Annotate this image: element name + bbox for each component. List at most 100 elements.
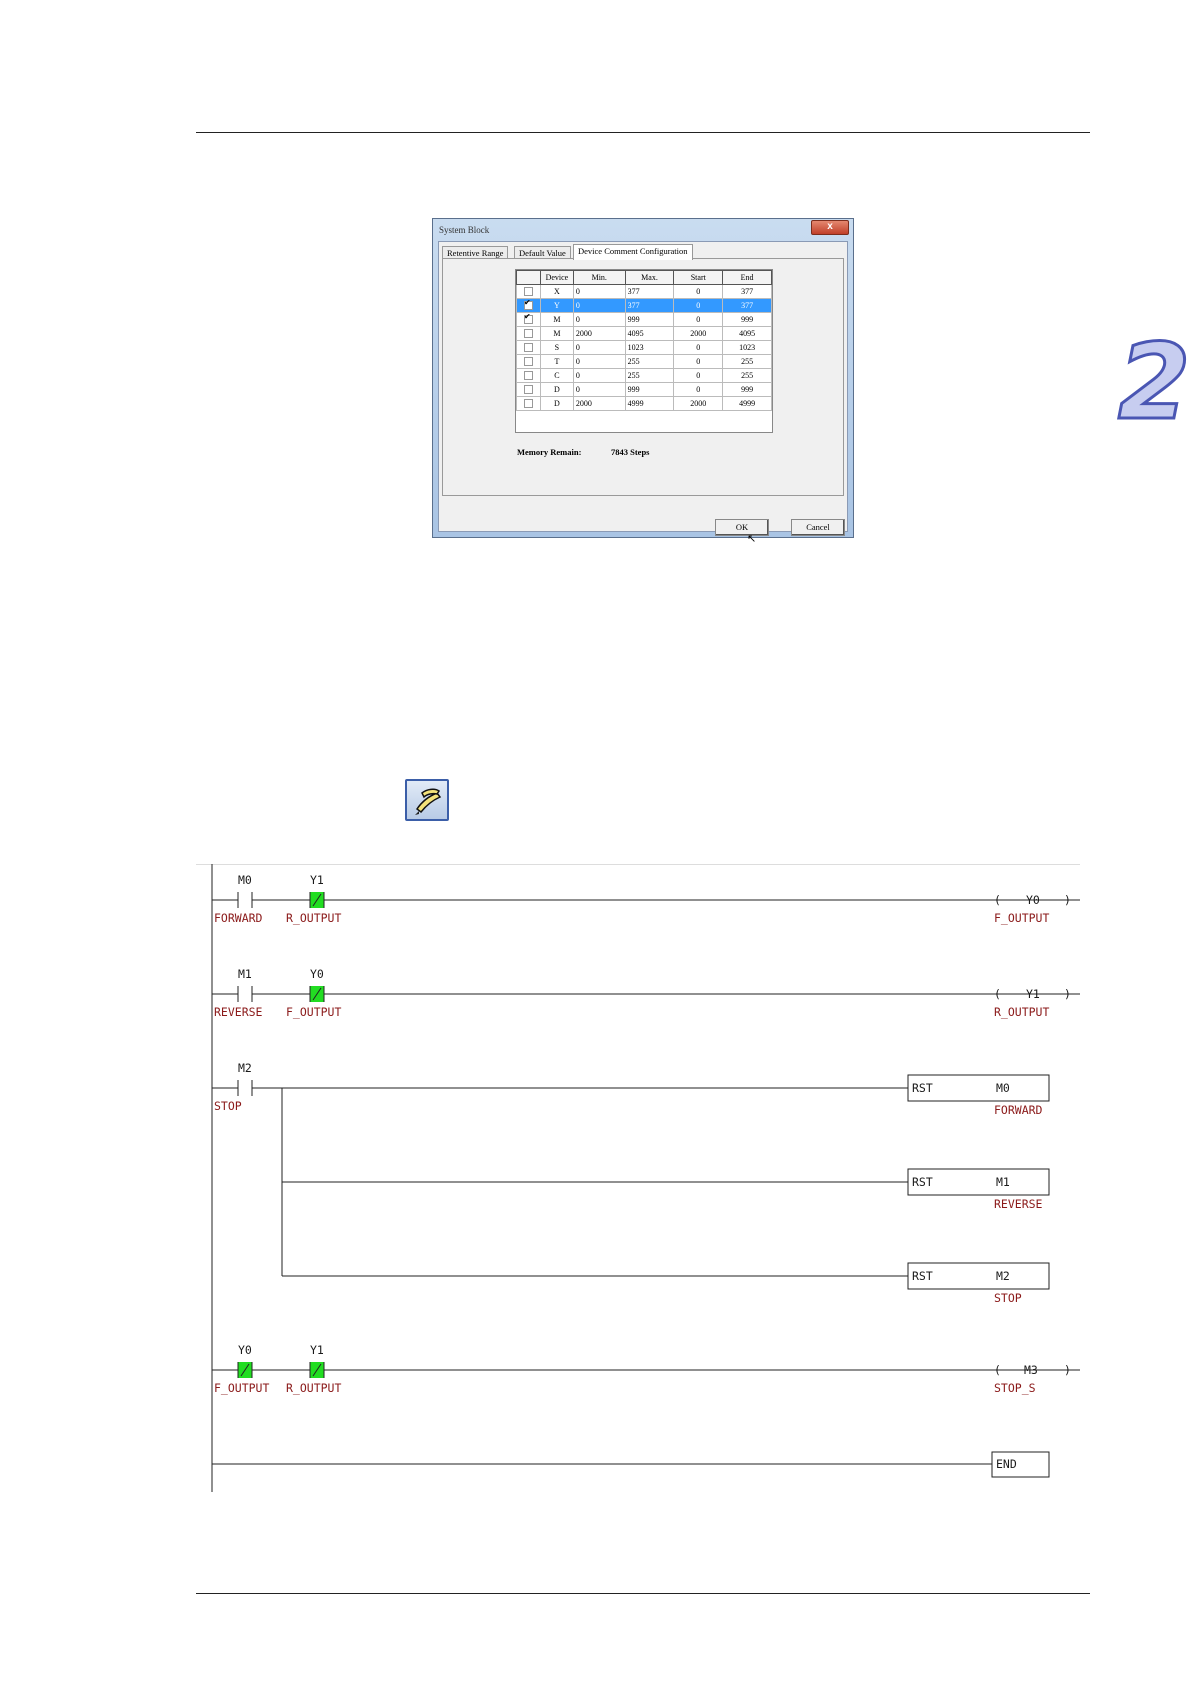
cell-min: 0 [572,382,626,397]
r1-contact1-device: M0 [238,873,252,887]
tab-device-comment-configuration[interactable]: Device Comment Configuration [573,244,693,260]
row-checkbox-cell [516,326,541,341]
r1-coil-comment: F_OUTPUT [994,911,1049,925]
row-checkbox[interactable] [523,298,533,311]
cell-start: 2000 [673,396,724,411]
row-checkbox[interactable] [523,343,533,353]
r4-coil-open: ( [994,1363,1001,1377]
cell-end: 377 [722,298,772,313]
ladder-diagram: M0 FORWARD Y1 R_OUTPUT ( Y0 ) F_OUTPUT M… [196,863,1106,1492]
r2-coil-close: ) [1064,987,1071,1001]
row-checkbox[interactable] [523,287,533,297]
col-header-check [516,270,541,285]
r2-contact1-comment: REVERSE [214,1005,263,1019]
row-checkbox[interactable] [523,329,533,339]
cell-start: 0 [673,368,724,383]
r4-coil-close: ) [1064,1363,1071,1377]
row-checkbox[interactable] [523,385,533,395]
rst1-device: M0 [996,1081,1010,1095]
row-checkbox-cell [516,354,541,369]
cell-device: Y [539,298,574,313]
cell-min: 0 [572,284,626,299]
cell-min: 0 [572,340,626,355]
cell-min: 0 [572,354,626,369]
cancel-button[interactable]: Cancel [791,519,845,536]
cell-end: 255 [722,354,772,369]
cell-device: X [539,284,574,299]
row-checkbox[interactable] [523,371,533,381]
cell-max: 377 [624,298,675,313]
cell-device: D [539,396,574,411]
cell-min: 2000 [572,326,626,341]
cell-end: 377 [722,284,772,299]
cell-max: 4999 [624,396,675,411]
cell-max: 255 [624,354,675,369]
r2-coil-device: Y1 [1026,987,1040,1001]
row-checkbox[interactable] [523,399,533,409]
cell-end: 255 [722,368,772,383]
table-body: X03770377Y03770377M09990999M200040952000… [516,284,772,411]
r4-contact2-device: Y1 [310,1343,324,1357]
r4-coil-device: M3 [1024,1363,1038,1377]
dialog-body: Retentive Range Default Value Device Com… [438,241,848,545]
r1-coil-close: ) [1064,893,1071,907]
cell-min: 0 [572,312,626,327]
r3-contact1-comment: STOP [214,1099,242,1113]
cell-min: 0 [572,368,626,383]
r1-coil-open: ( [994,893,1001,907]
cell-start: 0 [673,312,724,327]
memory-remain-value: 7843 Steps [611,447,650,457]
cell-device: T [539,354,574,369]
cell-max: 4095 [624,326,675,341]
cell-device: M [539,326,574,341]
r1-contact2-device: Y1 [310,873,324,887]
row-checkbox[interactable] [523,357,533,367]
cell-start: 2000 [673,326,724,341]
cell-min: 0 [572,298,626,313]
mouse-cursor-icon: ↖ [747,533,757,545]
cell-max: 255 [624,368,675,383]
active-contact-r1-y1 [309,892,325,908]
chapter-number: 2 [1116,321,1190,443]
tab-pane: Device Min. Max. Start End X03770377Y037… [442,258,844,496]
cell-device: C [539,368,574,383]
tab-retentive-range[interactable]: Retentive Range [442,246,509,260]
r2-coil-open: ( [994,987,1001,1001]
cell-start: 0 [673,382,724,397]
r4-coil-comment: STOP_S [994,1381,1036,1395]
col-header-max: Max. [624,270,675,285]
cell-end: 4095 [722,326,772,341]
cell-max: 999 [624,312,675,327]
r1-contact1-comment: FORWARD [214,911,263,925]
active-contact-r4-y0 [237,1362,253,1378]
cell-start: 0 [673,298,724,313]
cell-start: 0 [673,354,724,369]
cell-start: 0 [673,284,724,299]
cell-max: 377 [624,284,675,299]
rst2-op: RST [912,1175,933,1189]
compile-icon[interactable] [405,779,449,821]
cell-device: D [539,382,574,397]
cell-max: 1023 [624,340,675,355]
col-header-min: Min. [572,270,626,285]
tab-default-value[interactable]: Default Value [514,246,571,260]
cell-end: 999 [722,312,772,327]
r4-contact2-comment: R_OUTPUT [286,1381,341,1395]
ok-button[interactable]: OK [715,519,769,536]
rst3-comment: STOP [994,1291,1022,1305]
cell-end: 999 [722,382,772,397]
row-checkbox-cell [516,382,541,397]
row-checkbox[interactable] [523,312,533,325]
active-contact-r2-y0 [309,986,325,1002]
header-rule [196,132,1090,133]
close-button[interactable]: x [811,220,849,235]
